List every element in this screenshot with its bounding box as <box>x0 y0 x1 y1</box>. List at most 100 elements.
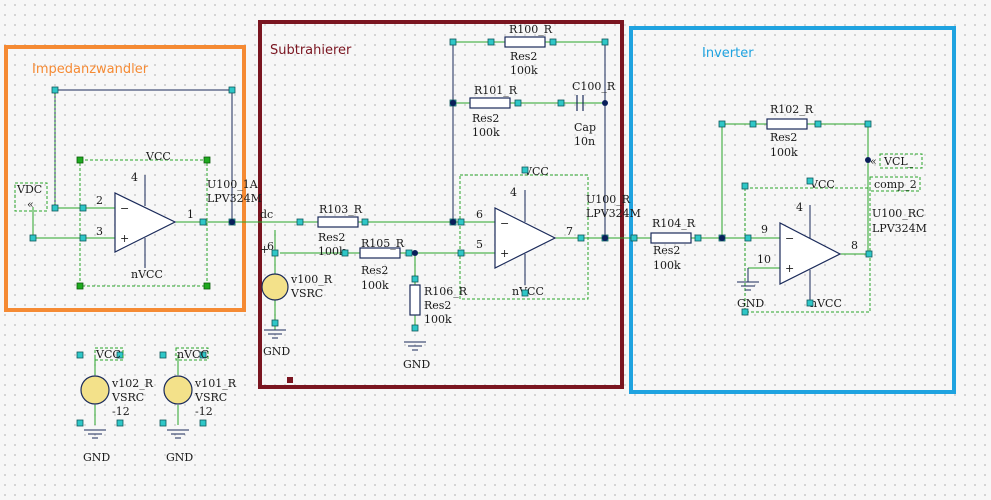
r100-value: 100k <box>510 64 538 77</box>
v102-net-label: VCC <box>95 348 121 361</box>
u100rc-pin-minus: 9 <box>761 223 768 236</box>
u100a-vcc-label: VCC <box>145 150 171 163</box>
r100-ref: R100_R <box>509 23 553 36</box>
r101-resistor[interactable] <box>469 97 511 109</box>
vcl-port-label: VCL_ <box>883 155 914 168</box>
comp-net-label: comp_2 <box>874 178 917 191</box>
r106-ref: R106_R <box>424 285 468 298</box>
vdc-port-box <box>14 182 48 212</box>
u100a-pin-out: 1 <box>187 208 194 221</box>
r105-value: 100k <box>361 279 389 292</box>
region-corner-marker <box>287 377 293 383</box>
u100a-bounding-box <box>79 159 208 287</box>
r102-value: 100k <box>770 146 798 159</box>
v100-type: VSRC <box>290 287 323 300</box>
r104-ref: R104_R <box>652 217 696 230</box>
v101-net-label: nVCC <box>177 348 209 361</box>
v102-value: -12 <box>112 405 130 418</box>
r106-resistor[interactable] <box>409 284 421 316</box>
u100r-vcc-label: VCC <box>523 165 549 178</box>
c100-value: 10n <box>574 135 595 148</box>
v101-type: VSRC <box>194 391 227 404</box>
c100-ref: C100_R <box>572 80 616 93</box>
u100r-pin-vcc: 4 <box>510 186 517 199</box>
v100-value: 6 <box>267 240 274 253</box>
gnd-label-v102: GND <box>83 451 110 464</box>
vcl-port-arrow-icon: « <box>870 155 877 168</box>
u100rc-bounding-box <box>744 187 871 313</box>
vdc-port-arrow-icon: « <box>27 198 34 211</box>
u100r-ref: U100_R <box>586 193 631 206</box>
gnd-symbol-r106 <box>404 341 426 351</box>
subtractor-region-frame <box>258 20 624 389</box>
r105-type: Res2 <box>361 264 388 277</box>
v102-type: VSRC <box>111 391 144 404</box>
dc-net-label: dc <box>260 208 273 221</box>
v100-plus-sign: + <box>260 243 269 256</box>
v100-voltage-source[interactable] <box>261 273 289 301</box>
r102-resistor[interactable] <box>766 118 808 130</box>
r106-type: Res2 <box>424 299 451 312</box>
u100a-ref: U100_1A <box>207 178 259 191</box>
gnd-label-r106: GND <box>403 358 430 371</box>
u100rc-nvcc-label: nVCC <box>810 297 842 310</box>
v100-ref: v100_R <box>290 273 333 286</box>
r104-value: 100k <box>653 259 681 272</box>
u100a-nvcc-label: nVCC <box>131 268 163 281</box>
r101-ref: R101_R <box>474 84 518 97</box>
r100-resistor[interactable] <box>504 36 546 48</box>
subtractor-region-label: Subtrahierer <box>270 43 352 58</box>
v101-supply <box>159 351 207 439</box>
r103-ref: R103_R <box>319 203 363 216</box>
u100rc-pin-plus: 10 <box>757 253 771 266</box>
u100rc-value: LPV324M <box>872 222 927 235</box>
r103-type: Res2 <box>318 231 345 244</box>
r101-value: 100k <box>472 126 500 139</box>
v101-value: -12 <box>195 405 213 418</box>
r103-resistor[interactable] <box>317 216 359 228</box>
r101-type: Res2 <box>472 112 499 125</box>
u100rc-opamp-symbol[interactable] <box>779 222 842 285</box>
u100a-pin-plus: 3 <box>96 225 103 238</box>
u100a-opamp-symbol[interactable] <box>114 192 177 253</box>
r105-resistor[interactable] <box>359 247 401 259</box>
u100r-pin-out: 7 <box>566 225 573 238</box>
u100rc-minus-sign: − <box>785 232 794 245</box>
comp-net-box <box>869 176 921 192</box>
u100r-bounding-box <box>459 174 589 300</box>
inverter-region-frame <box>629 26 956 394</box>
u100a-plus-sign: + <box>120 232 129 245</box>
r104-resistor[interactable] <box>650 232 692 244</box>
r106-value: 100k <box>424 313 452 326</box>
u100a-pin-minus: 2 <box>96 194 103 207</box>
v101-ref: v101_R <box>194 377 237 390</box>
u100r-opamp-symbol[interactable] <box>494 207 557 269</box>
u100r-plus-sign: + <box>500 247 509 260</box>
u100a-value: LPV324M <box>207 192 262 205</box>
u100r-pin-minus: 6 <box>476 208 483 221</box>
u100a-pin-vcc: 4 <box>131 171 138 184</box>
vdc-port-label: VDC <box>16 183 42 196</box>
r104-type: Res2 <box>653 244 680 257</box>
v102-supply <box>76 351 124 439</box>
u100r-pin-plus: 5 <box>476 238 483 251</box>
r105-ref: R105_R <box>361 237 405 250</box>
r100-type: Res2 <box>510 50 537 63</box>
v101-voltage-source[interactable] <box>163 375 193 405</box>
inverter-region-label: Inverter <box>702 46 754 61</box>
impedance-region-frame <box>4 45 246 312</box>
r102-type: Res2 <box>770 131 797 144</box>
u100rc-pin-vcc: 4 <box>796 201 803 214</box>
impedance-region-label: Impedanzwandler <box>32 62 149 77</box>
u100a-minus-sign: − <box>120 202 129 215</box>
vcl-port-box <box>879 153 923 169</box>
v101-net-box <box>175 347 209 361</box>
u100r-minus-sign: − <box>500 217 509 230</box>
v102-voltage-source[interactable] <box>80 375 110 405</box>
v102-ref: v102_R <box>111 377 154 390</box>
r102-ref: R102_R <box>770 103 814 116</box>
u100rc-pin-out: 8 <box>851 239 858 252</box>
c100-type: Cap <box>574 121 596 134</box>
u100rc-ref: U100_RC <box>872 207 924 220</box>
